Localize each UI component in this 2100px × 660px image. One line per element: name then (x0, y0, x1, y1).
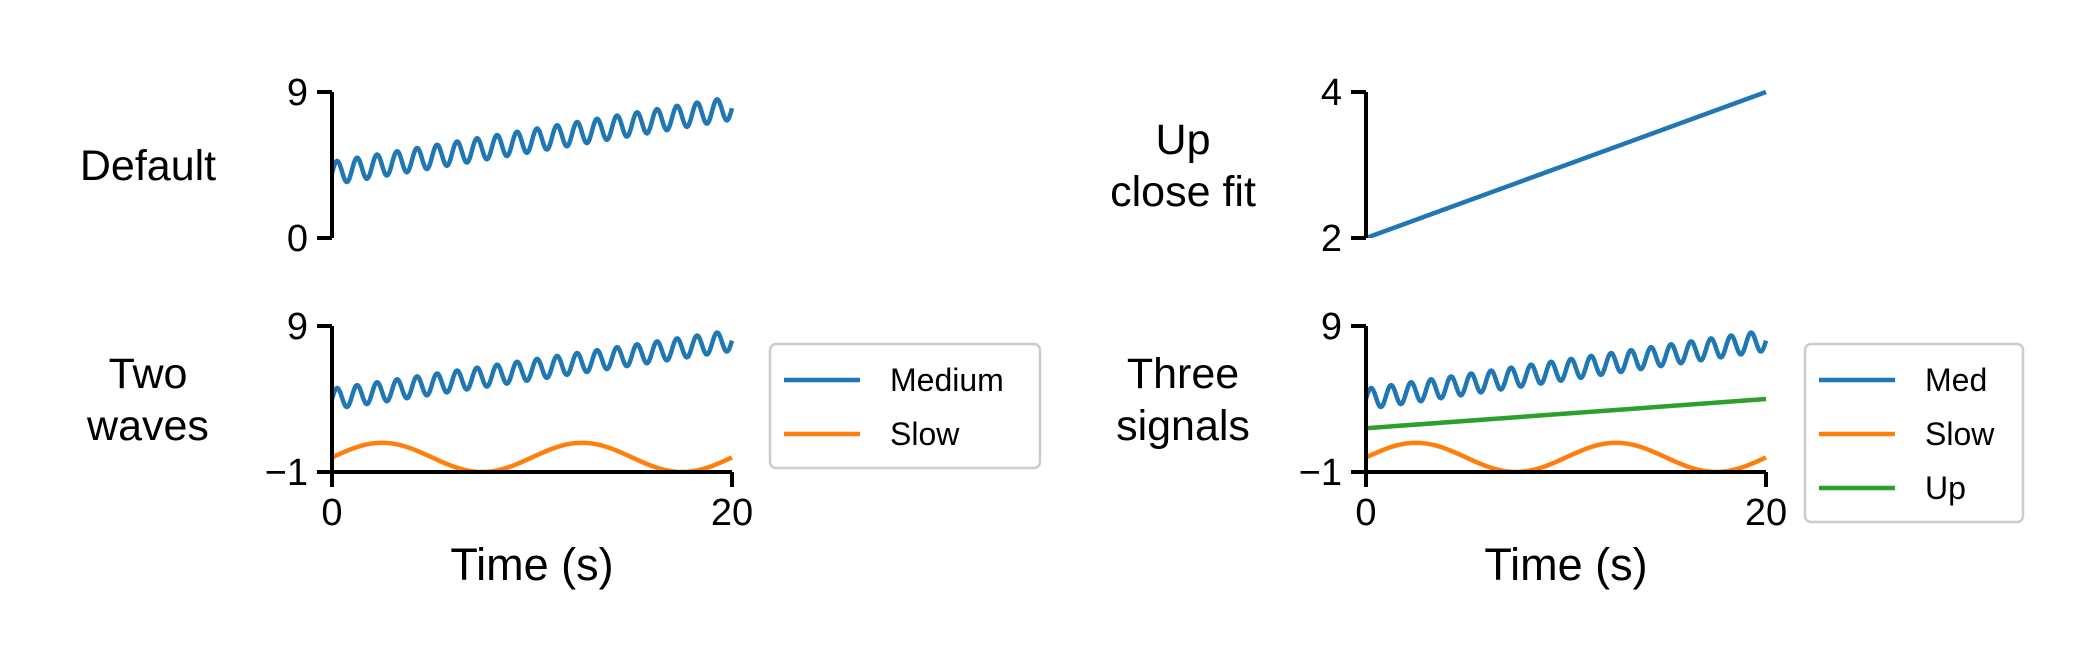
y-tick-label: −1 (265, 452, 308, 494)
y-tick-label: −1 (1299, 452, 1342, 494)
y-tick-label: 9 (1321, 306, 1342, 348)
y-tick-label: 4 (1321, 72, 1342, 114)
series-line-slow (1366, 440, 1767, 472)
y-tick-label: 2 (1321, 218, 1342, 260)
x-tick-label: 0 (1355, 492, 1376, 534)
series-line-medium (332, 330, 735, 410)
x-tick-label: 0 (321, 492, 342, 534)
series-line-up (1366, 396, 1767, 431)
legend-label-medium: Medium (890, 362, 1004, 398)
x-axis-label: Time (s) (450, 539, 613, 590)
legend-frame (768, 342, 1042, 470)
legend-label-med: Med (1925, 362, 1987, 398)
legend-label-slow: Slow (890, 416, 960, 452)
row-label: Default (80, 142, 216, 190)
legend-frame (1803, 342, 2025, 524)
legend-label-up: Up (1925, 470, 1966, 506)
series-line-med (1366, 330, 1769, 410)
x-tick-label: 20 (1745, 492, 1787, 534)
series-line-line-1 (1366, 89, 1767, 238)
legend-label-slow: Slow (1925, 416, 1995, 452)
y-tick-label: 9 (287, 306, 308, 348)
y-tick-label: 9 (287, 72, 308, 114)
y-tick-label: 0 (287, 218, 308, 260)
x-axis-label: Time (s) (1484, 539, 1647, 590)
series-line-line-1 (332, 97, 735, 185)
series-line-slow (332, 440, 733, 472)
x-tick-label: 20 (711, 492, 753, 534)
